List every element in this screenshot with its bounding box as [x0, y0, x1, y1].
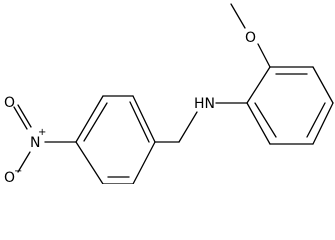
bond-ring-o [257, 43, 271, 68]
ring-a-bond-3 [132, 95, 156, 143]
bond-o-ch3 [230, 3, 246, 29]
nitro-oxygen-top-label: O [4, 95, 15, 111]
benzene-ring-anisole [246, 66, 334, 145]
ring-a-bond-4 [132, 141, 156, 184]
ring-a-double-2 [129, 101, 150, 143]
bond-n-o-bottom [17, 151, 31, 173]
benzene-ring-nitro [75, 95, 156, 184]
ring-b-double-2 [306, 102, 326, 138]
nitro-oxygen-bottom-label: O [4, 170, 15, 184]
methylene-linker [154, 111, 198, 143]
ring-a-bond-1 [75, 95, 104, 143]
methoxy-group: O [230, 3, 271, 68]
bond-n-o-top-2 [17, 104, 32, 128]
nitro-nitrogen-label: N [30, 135, 40, 151]
ring-b-bond-4 [312, 102, 334, 145]
amine-label: HN [194, 96, 215, 112]
ring-a-double-1 [83, 102, 108, 142]
ring-b-bond-1 [246, 66, 271, 104]
ring-a-bond-6 [75, 141, 104, 184]
bond-ch2-nh [178, 111, 198, 143]
ring-b-bond-3 [312, 66, 334, 104]
ether-oxygen-label: O [245, 30, 256, 46]
nitro-nitrogen-charge: + [38, 127, 46, 138]
bond-n-o-top-1 [13, 106, 28, 130]
chemical-structure-diagram: N + O O − HN O [4, 3, 334, 184]
nitro-group: N + O O − [4, 95, 77, 184]
nitro-oxygen-charge: − [14, 166, 22, 177]
ring-b-bond-6 [246, 102, 271, 145]
ring-b-double-3 [254, 102, 277, 138]
